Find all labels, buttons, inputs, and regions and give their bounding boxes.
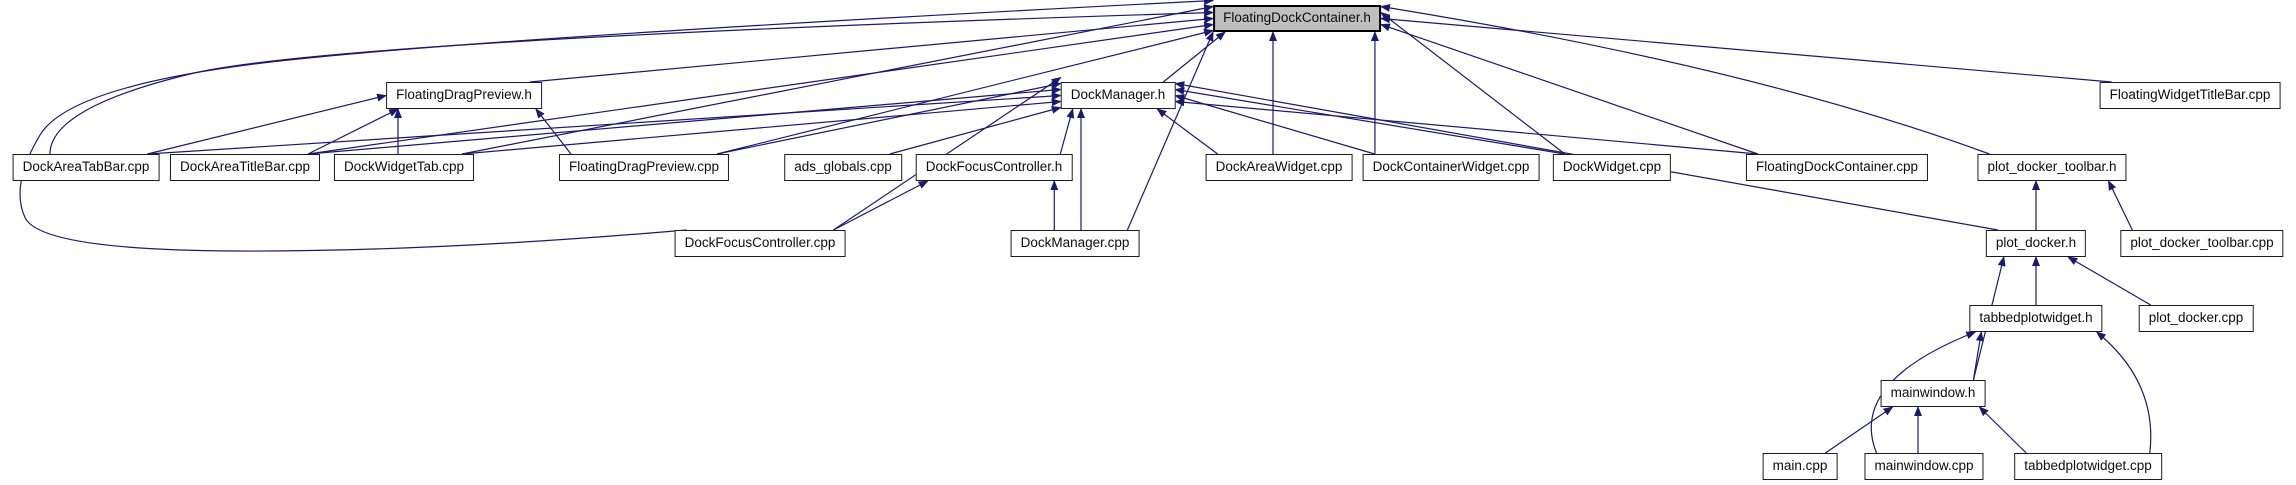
graph-node-floatingdockcontainer-h[interactable]: FloatingDockContainer.h xyxy=(1213,5,1381,32)
graph-node-plot-docker-toolbar-cpp[interactable]: plot_docker_toolbar.cpp xyxy=(2120,230,2284,257)
include-edge xyxy=(1379,15,2112,83)
graph-node-mainwindow-h[interactable]: mainwindow.h xyxy=(1880,380,1986,407)
include-edge xyxy=(1978,406,2027,454)
graph-node-dockareatabbar-cpp[interactable]: DockAreaTabBar.cpp xyxy=(12,154,160,181)
include-edge xyxy=(1972,331,1984,381)
graph-node-tabbedplotwidget-h[interactable]: tabbedplotwidget.h xyxy=(1969,305,2103,332)
graph-node-dockwidget-cpp[interactable]: DockWidget.cpp xyxy=(1552,154,1672,181)
include-edge xyxy=(2095,331,2152,454)
graph-node-floatingdockcontainer-cpp[interactable]: FloatingDockContainer.cpp xyxy=(1745,154,1929,181)
graph-node-mainwindow-cpp[interactable]: mainwindow.cpp xyxy=(1864,453,1984,480)
graph-node-tabbedplotwidget-cpp[interactable]: tabbedplotwidget.cpp xyxy=(2014,453,2162,480)
graph-node-ads-globals-cpp[interactable]: ads_globals.cpp xyxy=(784,154,902,181)
graph-node-dockmanager-cpp[interactable]: DockManager.cpp xyxy=(1010,230,1140,257)
include-edge xyxy=(1379,23,1759,155)
include-edge xyxy=(2108,180,2133,231)
include-edge xyxy=(1126,31,1214,231)
graph-node-main-cpp[interactable]: main.cpp xyxy=(1762,453,1838,480)
include-edge xyxy=(461,98,1062,155)
graph-node-floatingwidgettitlebar-cpp[interactable]: FloatingWidgetTitleBar.cpp xyxy=(2099,82,2281,109)
include-edge xyxy=(1380,11,1566,155)
include-edge xyxy=(1379,3,1990,155)
graph-node-floatingdragpreview-cpp[interactable]: FloatingDragPreview.cpp xyxy=(558,154,730,181)
include-edge xyxy=(1174,94,1375,155)
graph-node-dockfocuscontroller-cpp[interactable]: DockFocusController.cpp xyxy=(674,230,846,257)
include-edge xyxy=(1156,108,1218,155)
include-edge xyxy=(1174,87,1565,155)
include-edge xyxy=(2067,256,2152,306)
graph-node-dockmanager-h[interactable]: DockManager.h xyxy=(1060,82,1176,109)
include-edge xyxy=(889,106,1062,155)
graph-node-dockcontainerwidget-cpp[interactable]: DockContainerWidget.cpp xyxy=(1362,154,1540,181)
include-edge xyxy=(529,15,1215,83)
graph-node-dockwidgettab-cpp[interactable]: DockWidgetTab.cpp xyxy=(333,154,475,181)
graph-node-dockareatitlebar-cpp[interactable]: DockAreaTitleBar.cpp xyxy=(169,154,321,181)
graph-node-dockareawidget-cpp[interactable]: DockAreaWidget.cpp xyxy=(1205,154,1353,181)
include-edge xyxy=(1059,108,1075,155)
graph-node-floatingdragpreview-h[interactable]: FloatingDragPreview.h xyxy=(386,82,542,109)
include-edge xyxy=(307,108,399,155)
include-edge xyxy=(833,180,929,231)
include-edge xyxy=(1174,98,1759,155)
include-edge xyxy=(147,92,1062,155)
graph-node-dockfocuscontroller-h[interactable]: DockFocusController.h xyxy=(915,154,1073,181)
include-edge xyxy=(1162,31,1226,83)
include-edge xyxy=(147,93,388,155)
include-edge xyxy=(19,0,1215,252)
graph-node-plot-docker-toolbar-h[interactable]: plot_docker_toolbar.h xyxy=(1977,154,2127,181)
include-edge xyxy=(49,8,1215,155)
include-edge xyxy=(1825,406,1894,454)
graph-node-plot-docker-h[interactable]: plot_docker.h xyxy=(1985,230,2087,257)
include-edge xyxy=(461,4,1215,155)
include-edge xyxy=(535,108,572,155)
include-edge xyxy=(716,81,1062,155)
graph-node-plot-docker-cpp[interactable]: plot_docker.cpp xyxy=(2138,305,2254,332)
